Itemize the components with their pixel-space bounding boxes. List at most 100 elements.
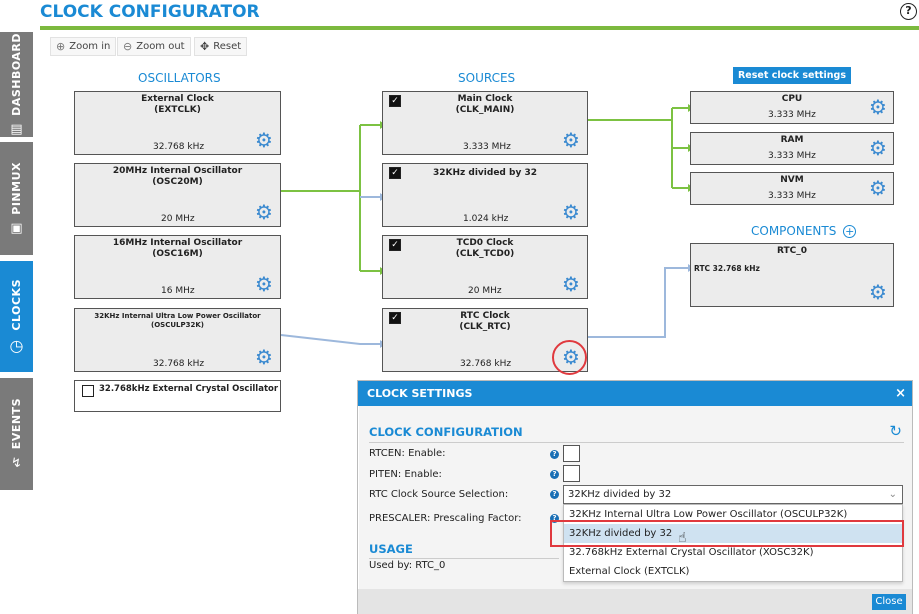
gear-icon[interactable]: ⚙ xyxy=(869,95,887,119)
source-clk-tcd0[interactable]: ✓ TCD0 Clock (CLK_TCD0) 20 MHz ⚙ xyxy=(382,235,588,299)
source-subtitle: (CLK_TCD0) xyxy=(455,249,515,259)
dropdown-option[interactable]: External Clock (EXTCLK) xyxy=(569,566,690,577)
component-rtc0[interactable]: RTC_0 RTC 32.768 kHz ⚙ xyxy=(690,243,894,307)
used-by-text: Used by: RTC_0 xyxy=(369,560,446,571)
gear-icon[interactable]: ⚙ xyxy=(255,200,273,224)
hand-cursor-icon: ☝ xyxy=(678,530,687,546)
sidenav-tab-dashboard[interactable]: DASHBOARD ▤ xyxy=(0,32,33,137)
help-icon[interactable]: ? xyxy=(550,490,559,499)
oscillator-extclk[interactable]: External Clock (EXTCLK) 32.768 kHz ⚙ xyxy=(74,91,281,155)
help-icon[interactable]: ? xyxy=(550,470,559,479)
output-title: CPU xyxy=(781,94,803,104)
oscillators-heading: OSCILLATORS xyxy=(138,71,221,85)
oscillator-title: External Clock xyxy=(141,94,214,104)
zoom-out-label: Zoom out xyxy=(136,41,185,52)
reset-clock-settings-button[interactable]: Reset clock settings xyxy=(733,67,851,84)
rtcen-checkbox[interactable] xyxy=(563,445,580,462)
source-title: RTC Clock xyxy=(460,311,510,321)
oscillator-title: 32.768kHz External Crystal Oscillator xyxy=(99,384,279,394)
source-subtitle: (CLK_RTC) xyxy=(459,322,511,332)
gear-icon[interactable]: ⚙ xyxy=(255,272,273,296)
oscillator-xosc32k[interactable]: 32.768kHz External Crystal Oscillator xyxy=(74,380,281,412)
add-component-icon[interactable]: + xyxy=(843,225,857,238)
chip-icon: ▣ xyxy=(10,221,23,237)
help-icon[interactable]: ? xyxy=(550,514,559,523)
oscillator-frequency: 16 MHz xyxy=(161,286,195,296)
zoom-out-button[interactable]: ⊖ Zoom out xyxy=(117,37,191,56)
enable-checkbox[interactable]: ✓ xyxy=(389,95,401,107)
enable-checkbox[interactable]: ✓ xyxy=(389,239,401,251)
sources-heading: SOURCES xyxy=(458,71,516,85)
oscillator-osc16m[interactable]: 16MHz Internal Oscillator (OSC16M) 16 MH… xyxy=(74,235,281,299)
clock-configuration-heading: CLOCK CONFIGURATION xyxy=(369,425,523,439)
source-clk-main[interactable]: ✓ Main Clock (CLK_MAIN) 3.333 MHz ⚙ xyxy=(382,91,588,155)
gear-icon[interactable]: ⚙ xyxy=(869,280,887,304)
reset-button[interactable]: ✥ Reset xyxy=(194,37,248,56)
gear-icon[interactable]: ⚙ xyxy=(562,200,580,224)
gear-icon[interactable]: ⚙ xyxy=(869,176,887,200)
gear-icon[interactable]: ⚙ xyxy=(562,272,580,296)
enable-checkbox[interactable] xyxy=(82,385,94,397)
chevron-down-icon: ⌄ xyxy=(888,489,897,500)
sidenav-tab-events[interactable]: EVENTS ↯ xyxy=(0,378,33,490)
source-frequency: 1.024 kHz xyxy=(463,214,509,224)
help-icon[interactable]: ? xyxy=(550,450,559,459)
source-frequency: 20 MHz xyxy=(468,286,502,296)
piten-label: PITEN: Enable: xyxy=(369,469,442,480)
output-title: RAM xyxy=(780,135,804,145)
sidenav-tab-clocks[interactable]: CLOCKS ◷ xyxy=(0,261,33,372)
refresh-icon[interactable]: ↻ xyxy=(889,422,902,440)
zoom-in-button[interactable]: ⊕ Zoom in xyxy=(50,37,117,56)
zoom-in-label: Zoom in xyxy=(69,41,111,52)
oscillator-frequency: 32.768 kHz xyxy=(153,142,205,152)
oscillator-frequency: 20 MHz xyxy=(161,214,195,224)
gear-icon[interactable]: ⚙ xyxy=(255,345,273,369)
expand-icon: ✥ xyxy=(200,40,210,53)
oscillator-subtitle: (OSCULP32K) xyxy=(151,321,204,329)
enable-checkbox[interactable]: ✓ xyxy=(389,167,401,179)
source-title: TCD0 Clock xyxy=(456,238,514,248)
output-nvm[interactable]: NVM 3.333 MHz ⚙ xyxy=(690,172,894,205)
components-label: COMPONENTS xyxy=(751,224,837,238)
oscillator-title: 16MHz Internal Oscillator xyxy=(112,238,243,248)
gear-highlight-circle xyxy=(552,340,587,375)
source-title: 32KHz divided by 32 xyxy=(433,168,537,178)
oscillator-title: 20MHz Internal Oscillator xyxy=(112,166,243,176)
output-frequency: 3.333 MHz xyxy=(768,191,816,201)
dropdown-option-selected[interactable]: 32KHz divided by 32 xyxy=(564,524,902,543)
component-title: RTC_0 xyxy=(776,246,808,256)
source-title: Main Clock xyxy=(457,94,513,104)
rtc-clock-source-label: RTC Clock Source Selection: xyxy=(369,489,509,500)
enable-checkbox[interactable]: ✓ xyxy=(389,312,401,324)
dashboard-icon: ▤ xyxy=(10,122,23,138)
dropdown-option[interactable]: 32KHz Internal Ultra Low Power Oscillato… xyxy=(569,509,848,520)
dropdown-option[interactable]: 32.768kHz External Crystal Oscillator (X… xyxy=(569,547,814,558)
minus-circle-icon: ⊖ xyxy=(123,40,133,53)
sidenav-tab-pinmux[interactable]: PINMUX ▣ xyxy=(0,142,33,255)
oscillator-osc20m[interactable]: 20MHz Internal Oscillator (OSC20M) 20 MH… xyxy=(74,163,281,227)
output-cpu[interactable]: CPU 3.333 MHz ⚙ xyxy=(690,91,894,124)
output-frequency: 3.333 MHz xyxy=(768,110,816,120)
close-icon[interactable]: × xyxy=(895,386,906,401)
gear-icon[interactable]: ⚙ xyxy=(562,128,580,152)
source-32khz-div32[interactable]: ✓ 32KHz divided by 32 1.024 kHz ⚙ xyxy=(382,163,588,227)
reset-label: Reset xyxy=(213,41,242,52)
oscillator-subtitle: (OSC16M) xyxy=(152,249,203,259)
dialog-title: CLOCK SETTINGS xyxy=(367,387,473,400)
source-frequency: 32.768 kHz xyxy=(460,359,512,369)
dialog-footer: Close xyxy=(358,589,912,614)
close-button[interactable]: Close xyxy=(872,594,906,610)
plus-circle-icon: ⊕ xyxy=(56,40,66,53)
piten-checkbox[interactable] xyxy=(563,465,580,482)
rtc-clock-source-select[interactable]: 32KHz divided by 32 ⌄ xyxy=(563,485,903,504)
rtc-clock-source-options: 32KHz Internal Ultra Low Power Oscillato… xyxy=(563,504,903,582)
page-title: CLOCK CONFIGURATOR xyxy=(40,2,260,22)
gear-icon[interactable]: ⚙ xyxy=(255,128,273,152)
gear-icon[interactable]: ⚙ xyxy=(869,136,887,160)
oscillator-osculp32k[interactable]: 32KHz Internal Ultra Low Power Oscillato… xyxy=(74,308,281,372)
components-heading: COMPONENTS + xyxy=(751,224,857,238)
help-icon[interactable]: ? xyxy=(900,3,917,20)
section-divider xyxy=(369,442,904,443)
output-ram[interactable]: RAM 3.333 MHz ⚙ xyxy=(690,132,894,165)
